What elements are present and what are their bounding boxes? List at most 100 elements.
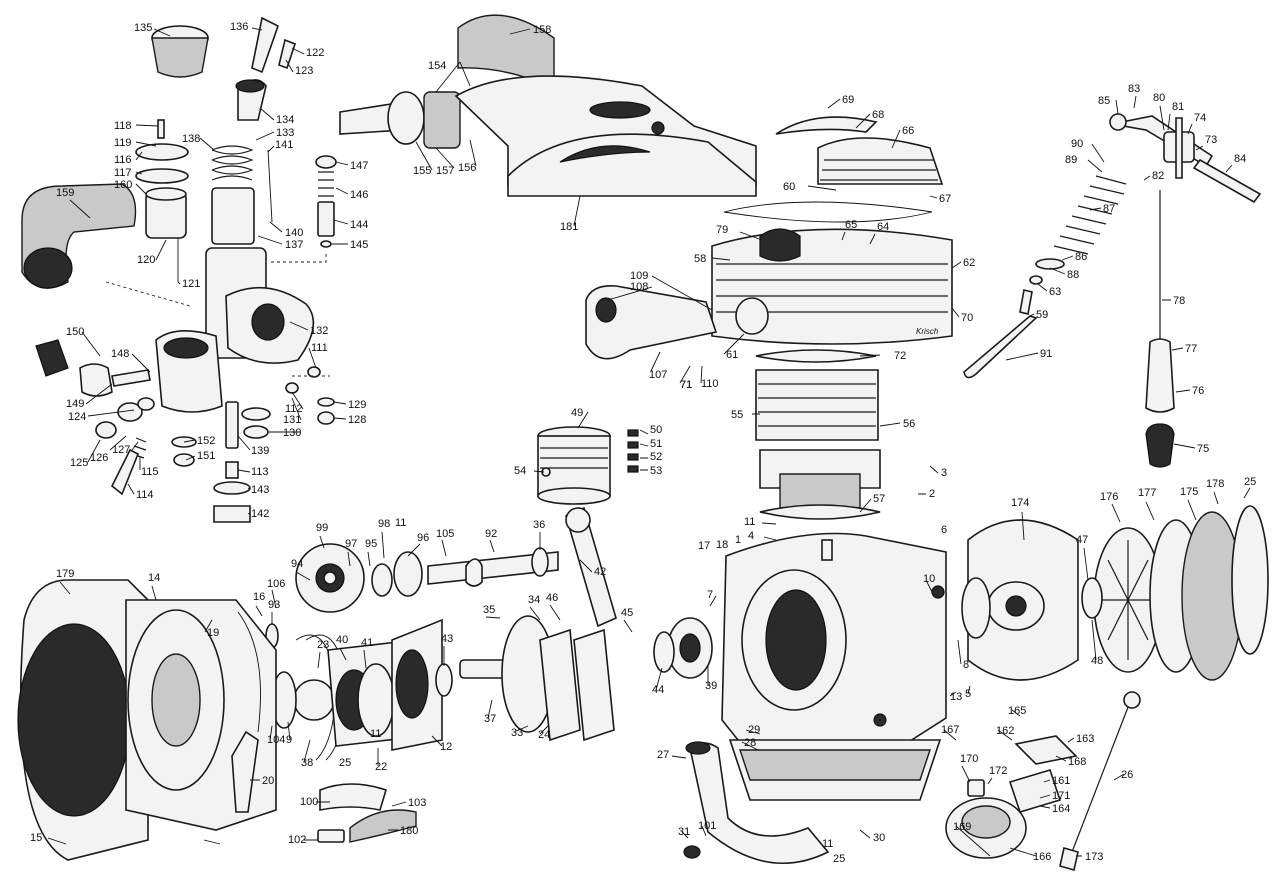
part-label: 180: [400, 825, 418, 837]
part-label: 140: [285, 227, 303, 239]
part-label: 116: [114, 154, 132, 166]
part-label: 99: [316, 522, 328, 534]
part-label: 22: [375, 761, 387, 773]
part-label: 97: [345, 538, 357, 550]
part-label: 128: [348, 414, 366, 426]
part-label: 25: [1244, 476, 1256, 488]
part-label: 168: [1068, 756, 1086, 768]
part-label: 64: [877, 221, 889, 233]
part-label: 15: [30, 832, 42, 844]
part-label: 56: [903, 418, 915, 430]
part-label: 51: [650, 438, 662, 450]
part-label: 94: [291, 558, 303, 570]
part-label: 111: [311, 342, 328, 354]
leader-lines: [47, 27, 1251, 857]
part-label: 135: [134, 22, 152, 34]
part-label: 73: [1205, 134, 1217, 146]
crankshaft-group: [265, 506, 713, 761]
part-label: 49: [571, 407, 583, 419]
part-label: 114: [136, 489, 154, 501]
part-label: 179: [56, 568, 74, 580]
part-label: 70: [961, 312, 973, 324]
part-label: 89: [1065, 154, 1077, 166]
part-label: 144: [350, 219, 368, 231]
part-label: 76: [1192, 385, 1204, 397]
part-label: 132: [310, 325, 328, 337]
part-label: 81: [1172, 101, 1184, 113]
part-label: 115: [141, 466, 159, 478]
part-label: 177: [1138, 487, 1156, 499]
part-label: 61: [726, 349, 738, 361]
part-label: 17: [698, 540, 710, 552]
part-label: 181: [560, 221, 578, 233]
part-label: 105: [436, 528, 454, 540]
ignition-group: [945, 691, 1141, 872]
part-label: 78: [1173, 295, 1185, 307]
part-label: 151: [197, 450, 215, 462]
part-label: 138: [182, 133, 200, 145]
clutch-group: [961, 505, 1269, 681]
part-label: 29: [748, 724, 760, 736]
part-label: 150: [66, 326, 84, 338]
piston: [537, 426, 639, 505]
part-label: 58: [694, 253, 706, 265]
part-label: 96: [417, 532, 429, 544]
part-label: 152: [197, 435, 215, 447]
part-label: 173: [1085, 851, 1103, 863]
part-label: 124: [68, 411, 86, 423]
part-label: 95: [365, 538, 377, 550]
part-label: 161: [1052, 775, 1070, 787]
cylinder-head-group: [585, 116, 953, 520]
part-label: 164: [1052, 803, 1070, 815]
part-label: 174: [1011, 497, 1029, 509]
part-label: 62: [963, 257, 975, 269]
part-label: 119: [114, 137, 132, 149]
part-label: 47: [1076, 534, 1088, 546]
part-label: 8: [963, 659, 969, 671]
part-label: 48: [1091, 655, 1103, 667]
part-label: 149: [66, 398, 84, 410]
part-label: 34: [528, 594, 540, 606]
part-label: 98: [378, 518, 390, 530]
part-label: 118: [114, 120, 132, 132]
part-label: 141: [275, 139, 293, 151]
crankcase: [683, 532, 947, 864]
part-label: 13: [950, 691, 962, 703]
part-label: 68: [872, 109, 884, 121]
part-label: 137: [285, 239, 303, 251]
part-label: 121: [182, 278, 200, 290]
part-label: 117: [114, 167, 132, 179]
part-label: 92: [485, 528, 497, 540]
part-label: 93: [268, 599, 280, 611]
part-label: 11: [395, 517, 406, 529]
part-label: 63: [1049, 286, 1061, 298]
part-label: 24: [538, 729, 550, 741]
part-label: 85: [1098, 95, 1110, 107]
part-label: 75: [1197, 443, 1209, 455]
part-label: 109: [630, 270, 648, 282]
part-label: 86: [1075, 251, 1087, 263]
part-label: 101: [698, 820, 716, 832]
part-label: 2: [929, 488, 935, 500]
part-label: 87: [1103, 203, 1115, 215]
part-label: 50: [650, 424, 662, 436]
part-label: 39: [705, 680, 717, 692]
part-label: 175: [1180, 486, 1198, 498]
part-label: 28: [744, 737, 756, 749]
part-label: 122: [306, 47, 324, 59]
part-label: 147: [350, 160, 368, 172]
part-label: 156: [458, 162, 476, 174]
part-label: 42: [594, 566, 606, 578]
part-label: 133: [276, 127, 294, 139]
part-label: 108: [630, 281, 648, 293]
part-label: 1: [735, 534, 741, 546]
part-label: 71: [680, 379, 692, 391]
part-label: 9: [286, 734, 292, 746]
part-label: 91: [1040, 348, 1052, 360]
part-label: 23: [317, 639, 329, 651]
part-label: 163: [1076, 733, 1094, 745]
part-label: 88: [1067, 269, 1079, 281]
part-label: 83: [1128, 83, 1140, 95]
part-label: 169: [953, 821, 971, 833]
part-label: 90: [1071, 138, 1083, 150]
